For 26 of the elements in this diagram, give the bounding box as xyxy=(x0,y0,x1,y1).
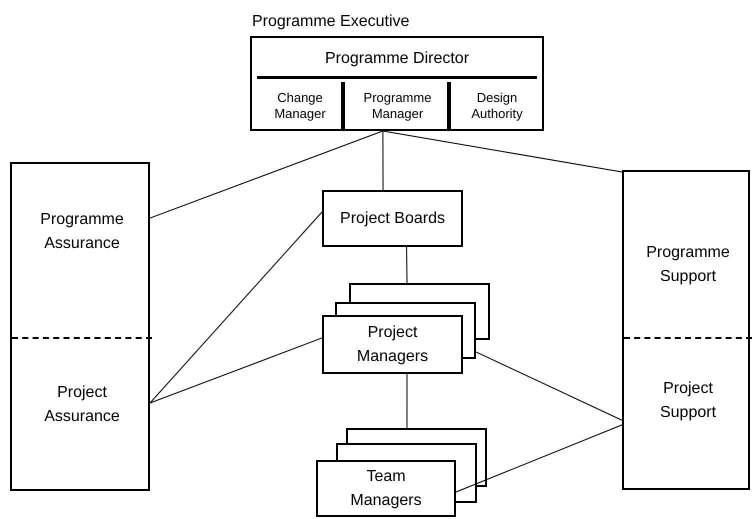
node-label: Change Manager xyxy=(273,90,327,122)
connector-line xyxy=(406,246,408,284)
connector-line xyxy=(382,130,622,172)
panel-box xyxy=(10,162,150,491)
connector-line xyxy=(150,130,384,219)
node-label: Project Managers xyxy=(356,322,430,366)
connector-line xyxy=(406,374,408,428)
connector-line xyxy=(150,337,322,404)
stacked-boxes xyxy=(316,428,487,517)
panel-box xyxy=(622,170,750,490)
node-label: Project Assurance xyxy=(43,383,121,427)
node-label: Programme Manager xyxy=(362,90,432,122)
connector-line xyxy=(476,351,622,421)
node-label: Team Managers xyxy=(349,466,423,510)
stacked-boxes xyxy=(322,283,490,374)
node-label: Programme Support xyxy=(645,242,731,286)
node-label: Project Boards xyxy=(339,208,446,228)
group-heading: Programme Executive xyxy=(252,12,410,32)
connector-line xyxy=(456,424,622,492)
process-box xyxy=(322,190,463,247)
connector-line xyxy=(150,212,322,404)
node-label: Project Support xyxy=(658,379,718,423)
connector-line xyxy=(382,130,384,190)
node-label: Programme Assurance xyxy=(39,210,125,254)
node-label: Design Authority xyxy=(470,90,524,122)
role-title: Programme Director xyxy=(324,49,470,69)
